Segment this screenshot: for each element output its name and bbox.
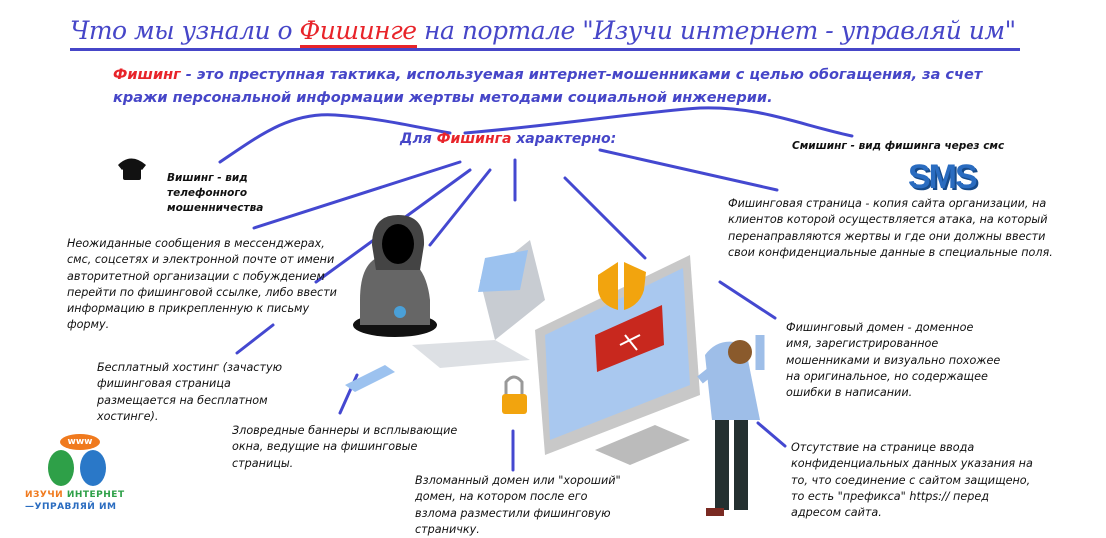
logo: www ИЗУЧИ ИНТЕРНЕТ —УПРАВЛЯЙ ИМ (25, 430, 140, 520)
banner-card (345, 365, 395, 392)
note-hosting: Бесплатный хостинг (зачастую фишинговая … (97, 361, 283, 423)
connector-hacker (428, 168, 492, 247)
sms-icon: SMS (908, 158, 978, 196)
telephone-icon (118, 158, 146, 180)
note-vishing: Вишинг - вид телефонного мошенничества (167, 172, 264, 214)
connector-monitor (563, 176, 647, 260)
lock-icon (502, 375, 527, 414)
logo-text-3: —УПРАВЛЯЙ ИМ (25, 502, 117, 512)
logo-text-2: ИНТЕРНЕТ (66, 490, 125, 500)
connector-vishing (218, 113, 452, 164)
man-illustration (697, 335, 765, 516)
broken-shield-icon (598, 262, 646, 310)
connector-hosting (235, 323, 275, 355)
note-phishing-page: Фишинговая страница - копия сайта органи… (728, 197, 1053, 259)
connector-phishing-domain (718, 280, 777, 320)
phishing-definition: Фишинг - это преступная тактика, использ… (113, 67, 983, 106)
note-no-https: Отсутствие на странице ввода конфиденциа… (791, 441, 1033, 520)
note-banners: Зловредные баннеры и всплывающие окна, в… (232, 424, 458, 470)
laptop-illustration (412, 240, 545, 368)
logo-green-petal (48, 450, 74, 486)
connector-phishing-page (598, 148, 779, 192)
connector-https (756, 421, 787, 448)
note-messages: Неожиданные сообщения в мессенджерах, см… (67, 237, 337, 332)
connector-smishing (463, 106, 854, 138)
monitor-illustration (535, 255, 700, 465)
note-hacked-domain: Взломанный домен или "хороший" домен, на… (415, 474, 621, 536)
note-phishing-domain: Фишинговый домен - доменное имя, зарегис… (786, 321, 1001, 400)
hacker-illustration (353, 215, 437, 337)
logo-text-1: ИЗУЧИ (25, 490, 67, 500)
connector-messages (252, 160, 462, 230)
error-box (595, 305, 664, 372)
page-title: Что мы узнали о Фишинге на портале "Изуч… (70, 14, 1020, 51)
logo-blue-petal (80, 450, 106, 486)
section-subtitle: Для Фишинга характерно: (400, 131, 617, 147)
note-smishing: Смишинг - вид фишинга через смс (792, 140, 1005, 152)
logo-www: www (60, 434, 100, 450)
